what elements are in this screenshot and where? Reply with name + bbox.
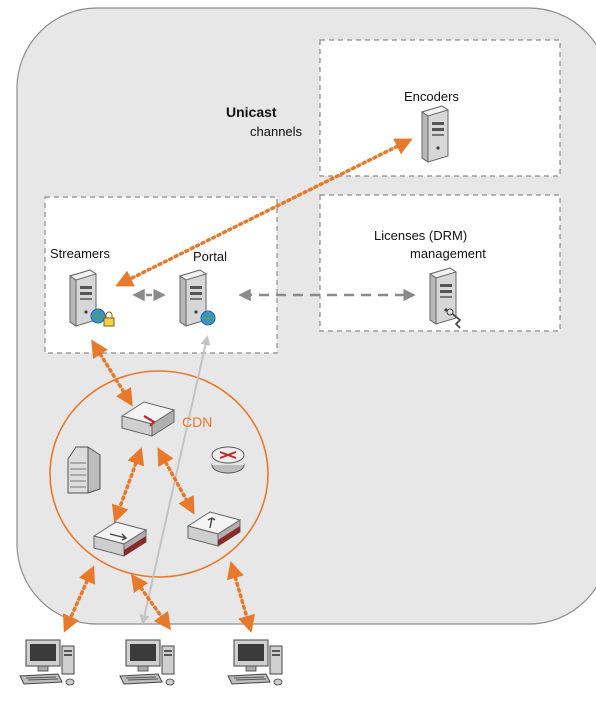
licenses-label-line1: Licenses (DRM) — [374, 228, 468, 243]
edge-to-client-3-link — [227, 560, 255, 634]
streamer-to-cdn-link — [91, 339, 133, 407]
server-icon — [421, 105, 449, 163]
desktop-computer-icon — [227, 639, 283, 686]
cdn-to-edge-right-link — [157, 447, 195, 515]
unicast-label: Unicast — [226, 104, 277, 120]
server-globe-icon — [179, 269, 216, 327]
cdn-label: CDN — [182, 414, 213, 430]
server-key-icon — [429, 267, 462, 329]
encoders-label: Encoders — [404, 89, 459, 104]
licenses-label-line2: management — [410, 246, 486, 261]
cdn-to-edge-left-link — [111, 447, 145, 523]
storage-icon — [67, 446, 101, 494]
desktop-computer-icon — [19, 639, 75, 686]
portal-label: Portal — [193, 249, 227, 264]
channels-label: channels — [250, 124, 303, 139]
router-round-icon — [211, 446, 245, 474]
edge-to-client-1-link — [63, 565, 95, 633]
server-globe-lock-icon — [69, 269, 115, 327]
encoder-to-streamer-link — [115, 138, 413, 287]
desktop-computer-icon — [119, 639, 175, 686]
edge-to-client-2-link — [130, 573, 172, 631]
streamers-label: Streamers — [50, 246, 110, 261]
